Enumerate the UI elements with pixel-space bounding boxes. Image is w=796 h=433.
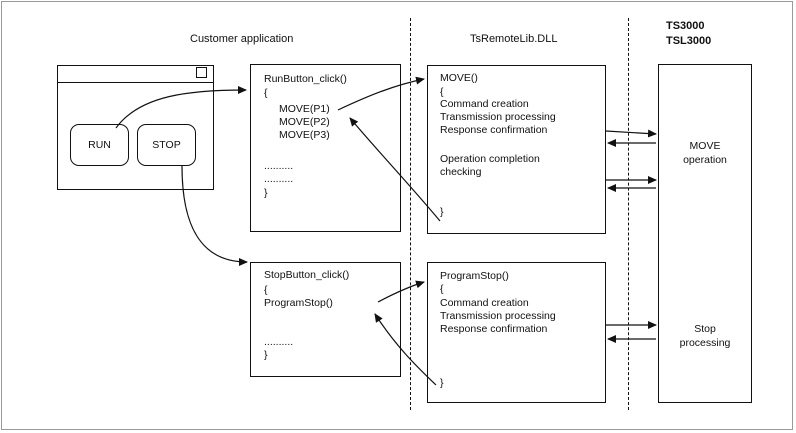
run-handler-line: MOVE(P1) <box>279 103 330 115</box>
run-handler-line: .......... <box>264 160 294 172</box>
move-function-box <box>427 65 606 234</box>
move-call-arrow <box>337 76 425 111</box>
run-handler-line: .......... <box>264 173 294 185</box>
run-handler-line: MOVE(P3) <box>279 129 330 141</box>
run-handler-line: } <box>264 187 268 199</box>
move-function-line: Command creation <box>440 98 529 110</box>
move-function-line: { <box>440 86 444 98</box>
stop-handler-line: { <box>264 284 268 296</box>
send-arrow-1 <box>605 129 657 138</box>
tsremotelib-header: TsRemoteLib.DLL <box>470 33 558 45</box>
ts3000-header: TS3000 <box>666 20 705 32</box>
move-function-line: Transmission processing <box>440 111 556 123</box>
programstop-function-line: } <box>440 377 444 389</box>
move-function-line: MOVE() <box>440 72 478 84</box>
run-handler-line: { <box>264 87 268 99</box>
programstop-function-box <box>427 262 606 403</box>
stop-button[interactable]: STOP <box>137 124 196 166</box>
run-handler-line: RunButton_click() <box>264 73 347 85</box>
run-button[interactable]: RUN <box>70 124 129 166</box>
stop-processing-label: processing <box>679 337 731 349</box>
stop-handler-line: StopButton_click() <box>264 269 350 281</box>
move-function-line: checking <box>440 166 482 178</box>
move-function-line: } <box>440 206 444 218</box>
controller-box <box>658 64 752 403</box>
programstop-function-line: Response confirmation <box>440 323 548 335</box>
run-to-handler-arrow <box>115 86 247 129</box>
programstop-function-line: Command creation <box>440 297 529 309</box>
programstop-function-line: { <box>440 283 444 295</box>
programstop-function-line: ProgramStop() <box>440 270 509 282</box>
customer-application-header: Customer application <box>190 33 294 45</box>
separator-right <box>628 18 629 410</box>
programstop-return-arrow <box>374 313 437 386</box>
stop-handler-line: } <box>264 349 268 361</box>
move-function-line: Response confirmation <box>440 124 548 136</box>
stop-handler-line: .......... <box>264 336 294 348</box>
programstop-function-line: Transmission processing <box>440 310 556 322</box>
tsl3000-header: TSL3000 <box>666 35 712 47</box>
programstop-call-arrow <box>377 280 425 303</box>
stop-processing-label: Stop <box>694 323 716 335</box>
window-control-icon <box>196 67 207 78</box>
stop-handler-box <box>250 262 401 377</box>
move-return-arrow <box>349 117 441 222</box>
move-function-line: Operation completion <box>440 153 540 165</box>
run-handler-line: MOVE(P2) <box>279 116 330 128</box>
separator-left <box>410 18 411 410</box>
stop-handler-line: ProgramStop() <box>264 297 333 309</box>
app-window-titlebar-divider <box>58 82 213 83</box>
move-operation-label: MOVE <box>689 140 721 152</box>
stop-to-handler-arrow <box>181 165 248 266</box>
move-operation-label: operation <box>683 154 727 166</box>
